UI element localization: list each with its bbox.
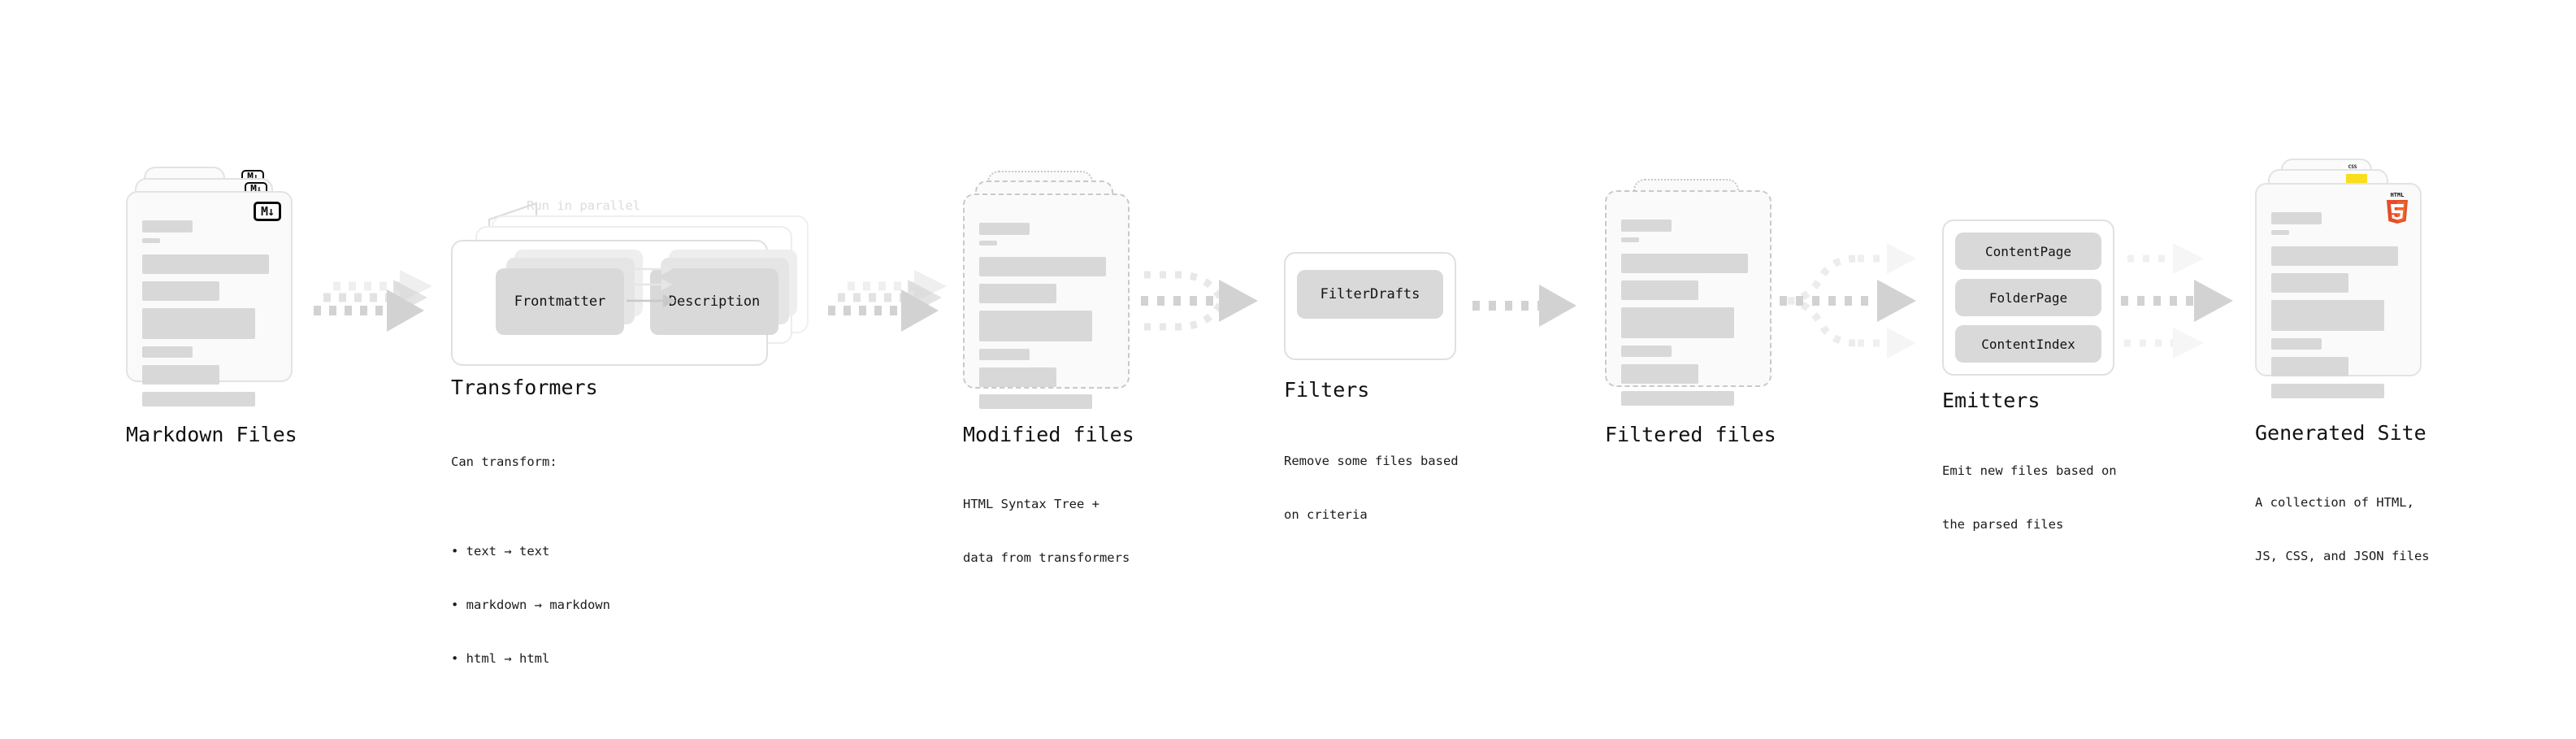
html5-icon: HTML xyxy=(2387,192,2408,224)
filter-chip-filterdrafts[interactable]: FilterDrafts xyxy=(1297,270,1443,319)
doc-sheet-front: M↓ xyxy=(126,191,293,406)
subtitle-line: Remove some files based xyxy=(1284,454,1459,468)
transformer-inner-arrows xyxy=(627,263,676,307)
generated-site-subtitle: A collection of HTML, JS, CSS, and JSON … xyxy=(2255,458,2430,601)
modified-files-subtitle: HTML Syntax Tree + data from transformer… xyxy=(963,459,1130,602)
list-item: • text → text xyxy=(451,544,550,559)
transformers-title: Transformers xyxy=(451,376,598,399)
doc-sheet-front xyxy=(1605,190,1772,406)
run-in-parallel-label: Run in parallel xyxy=(527,198,640,213)
subtitle-line: data from transformers xyxy=(963,550,1130,565)
subtitle-line: A collection of HTML, xyxy=(2255,495,2414,510)
connector-emitters-to-site xyxy=(2121,243,2233,359)
doc-placeholder-lines xyxy=(142,220,278,414)
connector-modified-to-filters xyxy=(1141,271,1258,331)
modified-files-title: Modified files xyxy=(963,423,1134,446)
generated-site-title: Generated Site xyxy=(2255,421,2426,445)
subtitle-line: HTML Syntax Tree + xyxy=(963,497,1099,511)
doc-placeholder-lines xyxy=(979,223,1115,416)
emitter-chip-contentindex[interactable]: ContentIndex xyxy=(1955,325,2101,363)
connector-filtered-to-emitters xyxy=(1780,243,1916,359)
markdown-badge: M↓ xyxy=(254,202,281,221)
css-badge-label: CSS xyxy=(2348,164,2357,170)
doc-sheet-front-html: HTML xyxy=(2255,183,2422,398)
list-item: • html → html xyxy=(451,651,550,666)
markdown-files-title: Markdown Files xyxy=(126,423,297,446)
emitters-title: Emitters xyxy=(1942,389,2040,412)
emitter-chip-contentpage[interactable]: ContentPage xyxy=(1955,233,2101,270)
transformers-subtitle-heading: Can transform: xyxy=(451,454,557,469)
doc-sheet-front xyxy=(963,193,1130,409)
transformers-subtitle: Can transform: • text → text • markdown … xyxy=(451,417,610,739)
svg-text:HTML: HTML xyxy=(2391,192,2405,198)
subtitle-line: JS, CSS, and JSON files xyxy=(2255,549,2430,563)
transformers-bullet-list: • text → text • markdown → markdown • ht… xyxy=(451,506,610,703)
filters-title: Filters xyxy=(1284,378,1370,402)
transformer-chip-frontmatter[interactable]: Frontmatter xyxy=(496,268,624,335)
list-item: • markdown → markdown xyxy=(451,598,610,612)
pipeline-diagram: M↓ M↓ M↓ Markdown Files xyxy=(126,159,2430,666)
connector-transformers-to-modified xyxy=(828,270,947,332)
subtitle-line: on criteria xyxy=(1284,507,1368,522)
emitters-subtitle: Emit new files based on the parsed files xyxy=(1942,426,2117,569)
connector-filters-to-filtered xyxy=(1472,285,1576,327)
subtitle-line: Emit new files based on xyxy=(1942,463,2117,478)
connector-markdown-to-transformers xyxy=(314,270,432,332)
doc-placeholder-lines xyxy=(2271,212,2407,406)
subtitle-line: the parsed files xyxy=(1942,517,2064,532)
filtered-files-title: Filtered files xyxy=(1605,423,1776,446)
doc-placeholder-lines xyxy=(1621,220,1757,413)
emitter-chip-folderpage[interactable]: FolderPage xyxy=(1955,279,2101,316)
filters-subtitle: Remove some files based on criteria xyxy=(1284,416,1459,559)
